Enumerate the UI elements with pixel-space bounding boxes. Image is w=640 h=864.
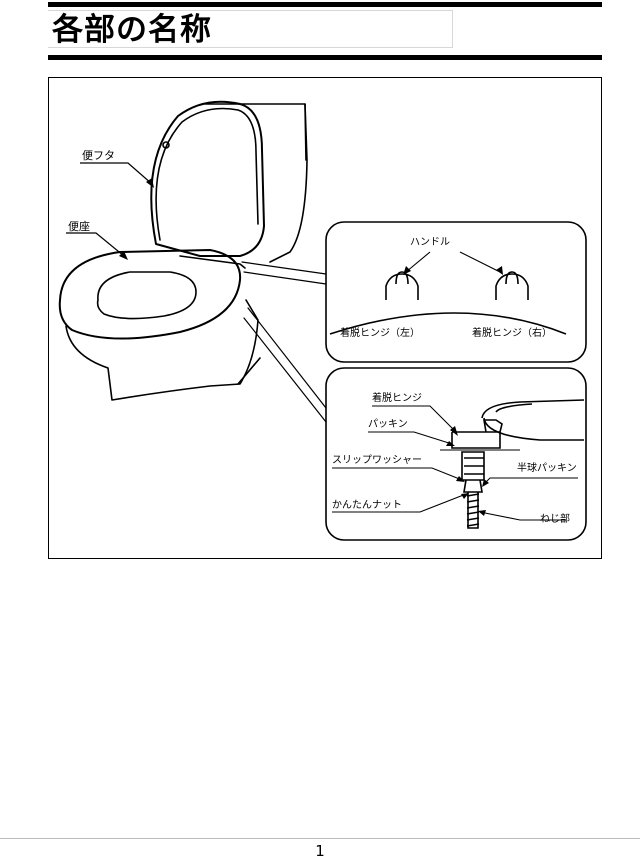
page-number: 1 (315, 842, 325, 860)
label-seat: 便座 (68, 220, 90, 233)
hinge-callout-box (325, 367, 587, 541)
toilet-seat (58, 249, 242, 340)
label-slip-washer: スリップワッシャー (332, 455, 422, 466)
toilet-lid (150, 100, 265, 257)
label-handle: ハンドル (410, 237, 450, 248)
label-packing: パッキン (368, 419, 408, 430)
label-thread: ねじ部 (540, 514, 570, 525)
label-easy-nut: かんたんナット (332, 500, 402, 511)
label-hemisphere-packing: 半球パッキン (517, 463, 577, 474)
title-bottom-rule (48, 55, 602, 60)
title-top-rule (48, 2, 602, 7)
footer-rule (0, 838, 640, 839)
page-title: 各部の名称 (52, 12, 212, 48)
toilet-bowl (65, 299, 259, 401)
tank-outline (204, 103, 308, 263)
label-lid: 便フタ (82, 149, 115, 162)
label-hinge-right: 着脱ヒンジ（右） (472, 328, 552, 339)
title-box (48, 10, 453, 48)
figure-frame (48, 77, 602, 559)
seat-opening (96, 271, 197, 320)
screw-thread (464, 457, 484, 527)
label-hinge: 着脱ヒンジ (372, 393, 422, 404)
handle-callout-box (325, 221, 587, 363)
label-hinge-left: 着脱ヒンジ（左） (340, 328, 420, 339)
